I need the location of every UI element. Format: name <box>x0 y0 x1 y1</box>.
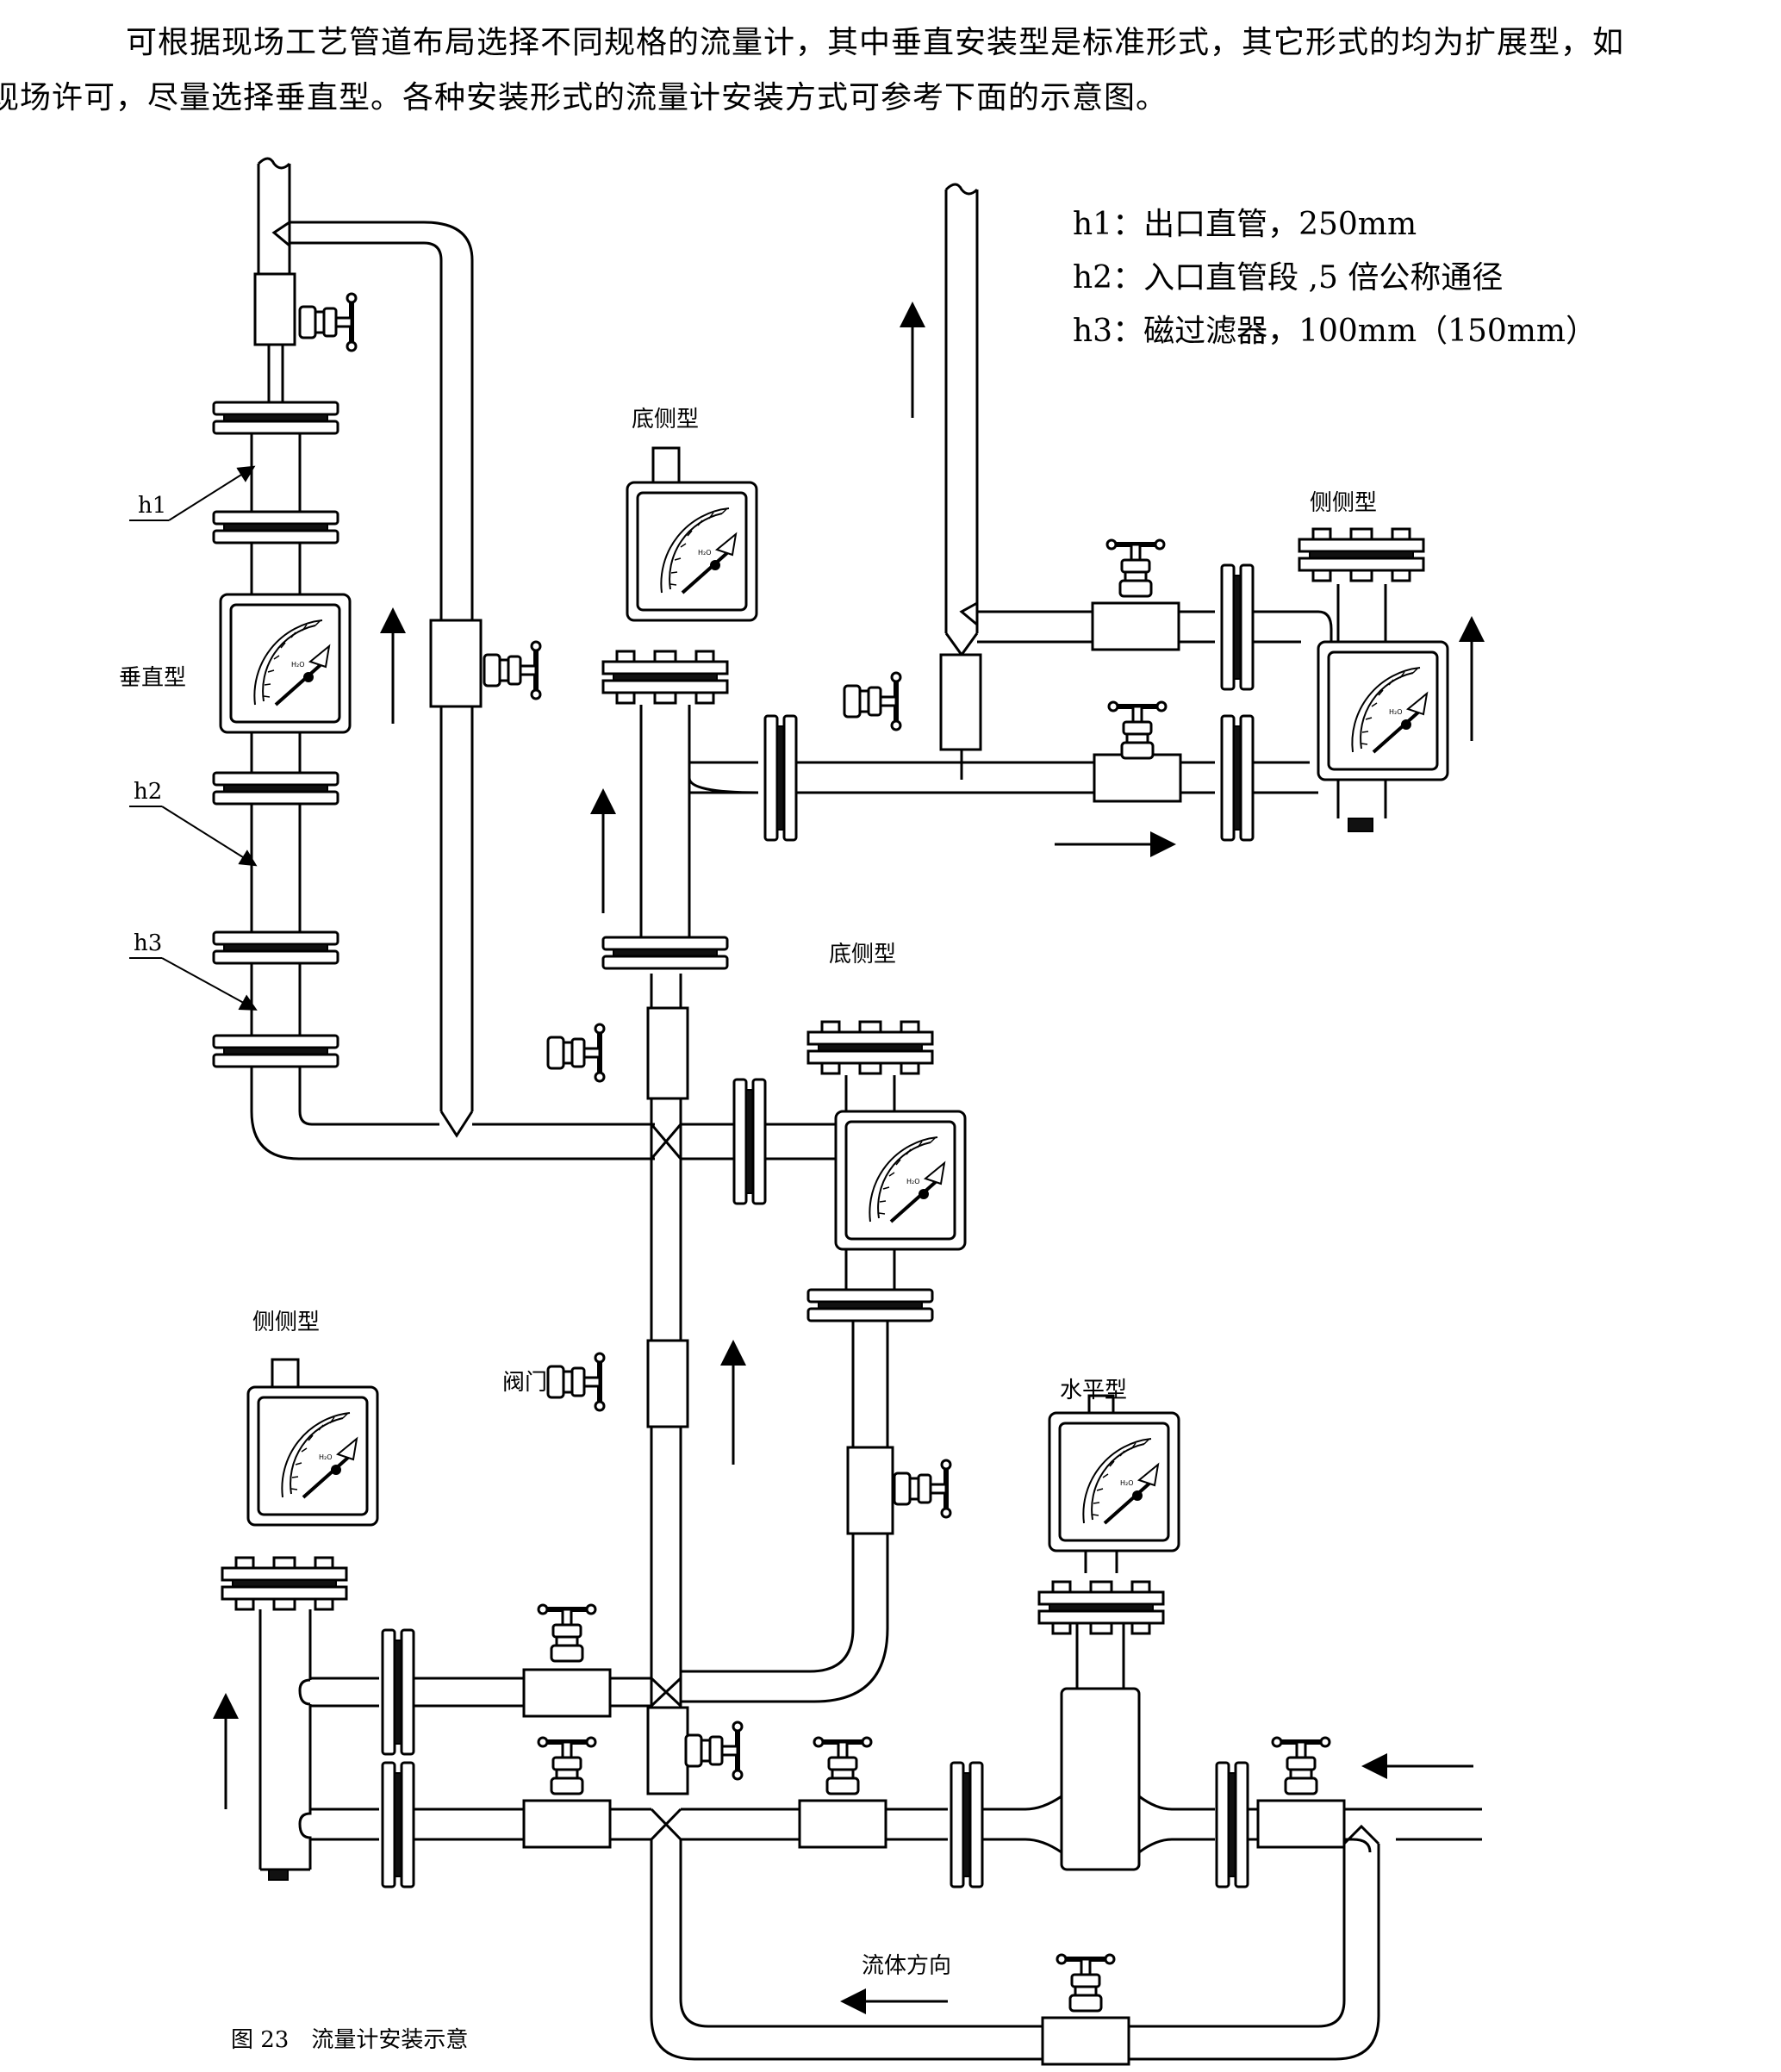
intro-line-2: 现场许可，尽量选择垂直型。各种安装形式的流量计安装方式可参考下面的示意图。 <box>0 80 1168 115</box>
label-side-side-type-2: 侧侧型 <box>252 1310 320 1335</box>
label-bottom-side-type-2: 底侧型 <box>829 942 896 968</box>
figure-caption: 图 23 流量计安装示意 <box>231 2027 468 2053</box>
legend-h1: h1：出口直管，250mm <box>1073 207 1417 242</box>
legend-h2: h2：入口直管段 ,5 倍公称通径 <box>1073 260 1503 296</box>
bottom-side-type-2 <box>681 1020 967 1703</box>
vertical-type-assembly <box>129 157 655 1160</box>
label-vertical-type: 垂直型 <box>119 665 186 691</box>
label-flow-direction: 流体方向 <box>862 1953 951 1979</box>
label-bottom-side-type-1: 底侧型 <box>632 407 699 432</box>
bottom-side-type-1 <box>601 446 1318 970</box>
label-h1: h1 <box>138 493 166 519</box>
label-valve: 阀门 <box>502 1370 547 1396</box>
bottom-bypass-loop <box>650 1123 1380 2066</box>
legend-h3: h3：磁过滤器，100mm（150mm） <box>1073 314 1597 349</box>
horizontal-type-assembly <box>681 1394 1482 1888</box>
label-h2: h2 <box>134 779 162 805</box>
label-horizontal-type: 水平型 <box>1060 1378 1127 1403</box>
label-h3: h3 <box>134 930 162 956</box>
side-side-type-1 <box>844 183 1485 857</box>
central-riser <box>548 788 746 1795</box>
label-side-side-type-1: 侧侧型 <box>1310 490 1377 516</box>
side-side-type-2 <box>213 1358 651 1888</box>
intro-paragraph: 可根据现场工艺管道布局选择不同规格的流量计，其中垂直安装型是标准形式，其它形式的… <box>0 16 1724 126</box>
intro-line-1: 可根据现场工艺管道布局选择不同规格的流量计，其中垂直安装型是标准形式，其它形式的… <box>126 25 1625 60</box>
